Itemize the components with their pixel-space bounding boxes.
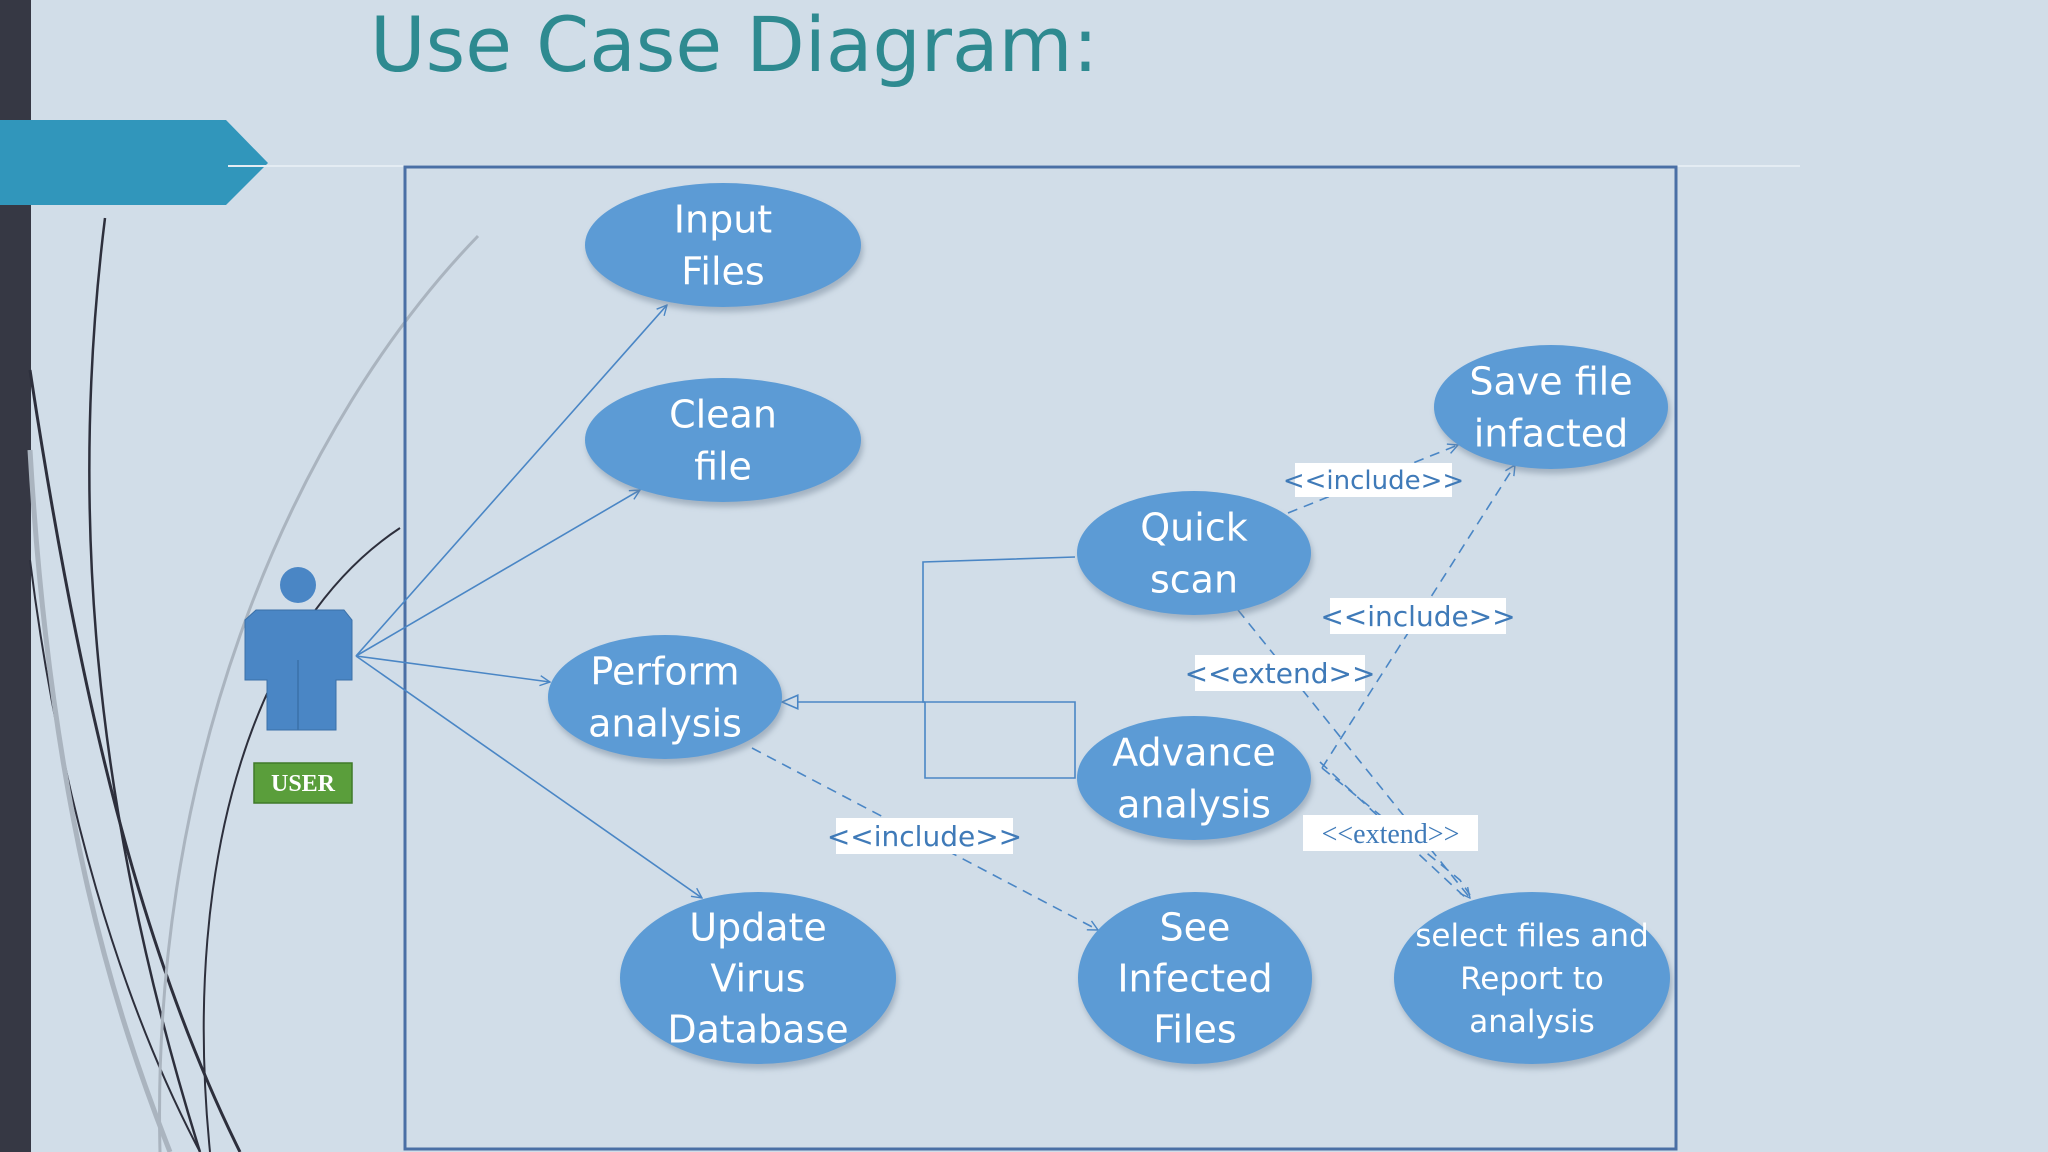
use-case-label: analysis	[1117, 782, 1271, 826]
label-background	[1303, 815, 1478, 851]
use-case-clean-file[interactable]: Clean file	[585, 378, 861, 502]
use-case-quick-scan[interactable]: Quick scan	[1077, 491, 1311, 615]
use-case-label: select files and	[1415, 918, 1649, 954]
use-case-label: Database	[667, 1007, 848, 1051]
use-case-ellipse[interactable]	[1078, 892, 1312, 1064]
generalization-lines	[922, 556, 1076, 779]
assoc-perform-analysis	[355, 655, 550, 682]
use-case-label: Infected	[1117, 956, 1272, 1000]
use-case-ellipse[interactable]	[548, 635, 782, 759]
relationship-label-text: <<extend>>	[1185, 657, 1376, 690]
relationship-label-extend-advance-select: <<extend>>	[1303, 815, 1478, 851]
accent-banner	[0, 120, 268, 205]
decorative-curve	[27, 449, 173, 1152]
label-background	[1295, 463, 1452, 497]
use-case-label: infacted	[1474, 411, 1629, 455]
relationship-label-include-quick-save: <<include>>	[1283, 463, 1464, 497]
use-case-label: Perform	[590, 649, 739, 693]
relationship-label-text: <<include>>	[827, 820, 1022, 853]
use-case-label: analysis	[1469, 1004, 1595, 1040]
use-case-label: file	[694, 444, 752, 488]
decorative-curve	[28, 369, 242, 1152]
decorative-curve	[29, 559, 201, 1152]
decorative-curve	[158, 234, 480, 1152]
use-case-label: Advance	[1112, 730, 1276, 774]
label-background	[836, 818, 1013, 854]
use-case-ellipse[interactable]	[620, 892, 896, 1064]
relationship-label-text: <<include>>	[1283, 466, 1464, 496]
use-case-ellipse[interactable]	[585, 183, 861, 307]
system-boundary	[403, 165, 1678, 1151]
use-case-save-file-infected[interactable]: Save file infacted	[1434, 345, 1668, 469]
use-case-perform-analysis[interactable]: Perform analysis	[548, 635, 782, 759]
use-case-ellipse[interactable]	[585, 378, 861, 502]
use-case-label: Quick	[1140, 505, 1247, 549]
relationship-label-extend-quick-select: <<extend>>	[1185, 655, 1376, 691]
use-case-advance-analysis[interactable]: Advance analysis	[1077, 716, 1311, 840]
relationship-label-text: <<extend>>	[1322, 819, 1460, 850]
use-case-label: Update	[689, 905, 827, 949]
use-case-ellipse[interactable]	[1394, 892, 1670, 1064]
decorative-curve	[88, 217, 202, 1152]
use-case-label: Input	[674, 197, 772, 241]
assoc-update-virus-db	[355, 655, 702, 898]
assoc-clean-file	[355, 490, 640, 657]
label-background	[1195, 655, 1365, 691]
actor-user-icon[interactable]	[244, 567, 353, 731]
decorative-curve	[202, 527, 401, 1152]
use-case-label: Virus	[710, 956, 805, 1000]
assoc-input-files	[355, 305, 667, 657]
use-case-label: analysis	[588, 701, 742, 745]
use-case-ellipse[interactable]	[1434, 345, 1668, 469]
relationship-label-include-perform-see: <<include>>	[827, 818, 1022, 854]
use-case-label: Files	[1153, 1007, 1236, 1051]
page-title: Use Case Diagram:	[370, 0, 1099, 89]
relationship-label-include-select-save: <<include>>	[1320, 598, 1516, 634]
use-case-label: scan	[1150, 557, 1238, 601]
use-case-label: Save file	[1469, 359, 1632, 403]
use-case-label: Clean	[669, 392, 777, 436]
actor-label: USER	[271, 771, 336, 797]
use-case-ellipse[interactable]	[1077, 716, 1311, 840]
label-background	[1330, 598, 1506, 634]
relationship-label-text: <<include>>	[1320, 600, 1515, 633]
use-case-label: See	[1160, 905, 1231, 949]
use-case-label: Report to	[1460, 961, 1604, 997]
actor-label-box	[253, 762, 353, 804]
use-case-ellipse[interactable]	[1077, 491, 1311, 615]
use-case-label: Files	[681, 249, 764, 293]
